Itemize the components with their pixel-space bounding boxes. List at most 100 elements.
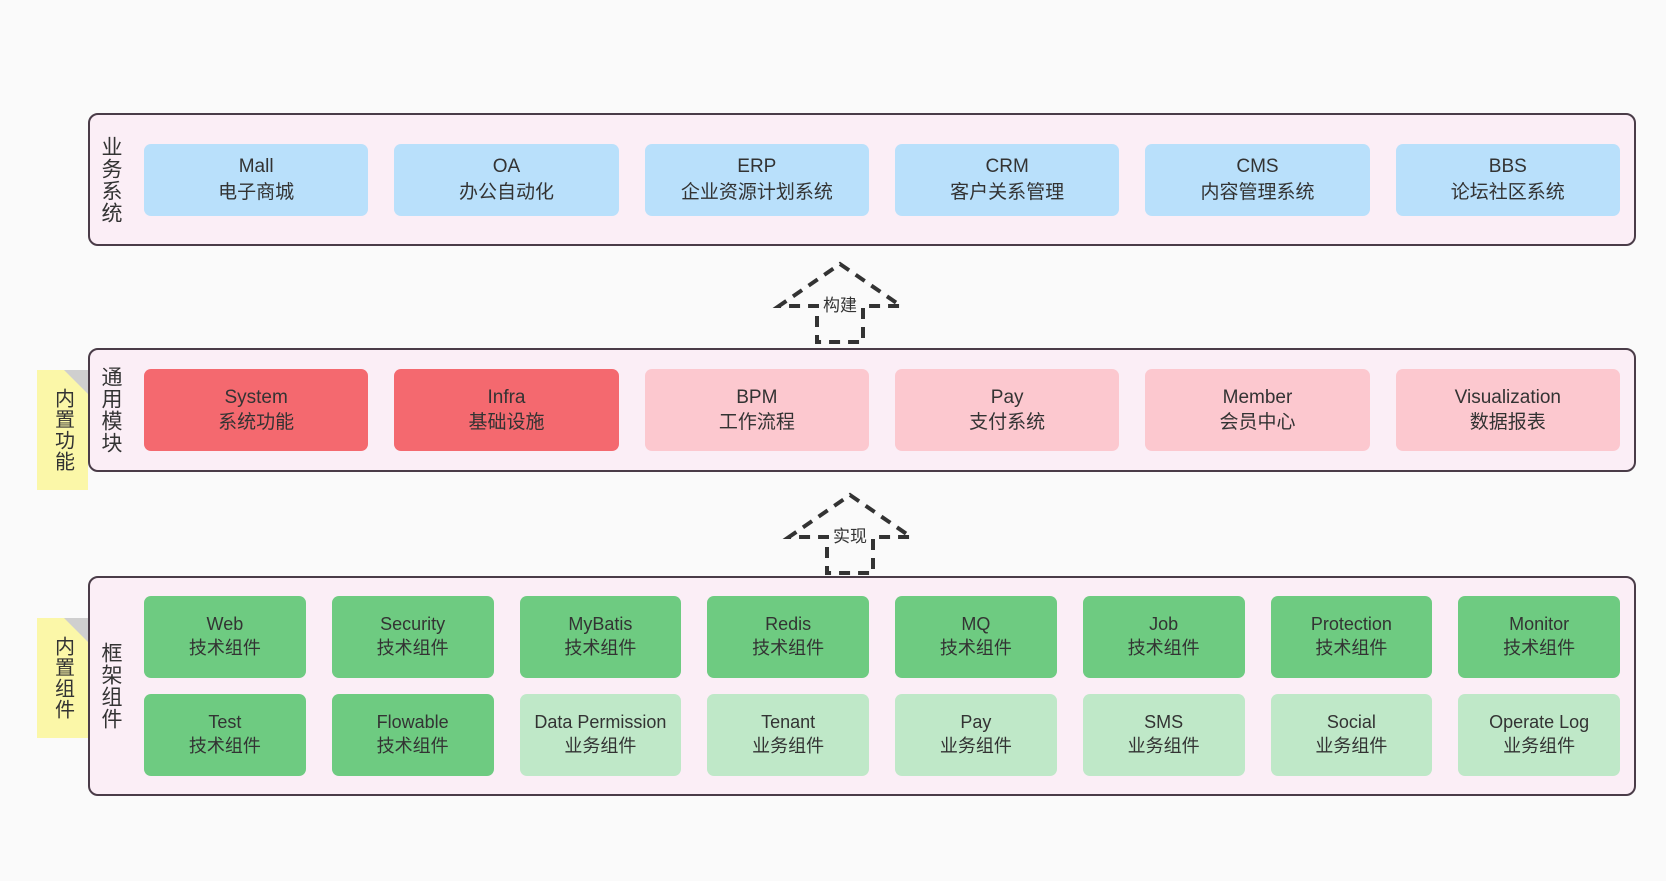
node-title-cn: 论坛社区系统	[1450, 181, 1565, 203]
node-title-en: Web	[206, 614, 244, 635]
layer-business-systems: 业务系统 Mall 电子商城 OA 办公自动化 ERP 企业资源计划系统 CRM…	[88, 113, 1636, 246]
node-title-cn: 技术组件	[939, 638, 1012, 658]
node-visualization[interactable]: Visualization 数据报表	[1395, 369, 1620, 451]
node-title-en: ERP	[737, 156, 777, 178]
layer-common-modules: 通用模块 System 系统功能 Infra 基础设施 BPM 工作流程 Pay…	[88, 348, 1636, 472]
node-title-en: Job	[1149, 614, 1179, 635]
node-pay-component[interactable]: Pay 业务组件	[895, 694, 1057, 776]
note-builtin-functions: 内置功能	[37, 370, 88, 490]
node-mall[interactable]: Mall 电子商城	[144, 143, 369, 216]
note-label: 内置组件	[51, 636, 74, 720]
layer-body-business: Mall 电子商城 OA 办公自动化 ERP 企业资源计划系统 CRM 客户关系…	[130, 115, 1634, 244]
generalization-arrow-icon	[772, 261, 908, 344]
node-title-en: Security	[380, 614, 446, 635]
node-title-cn: 业务组件	[939, 736, 1012, 756]
node-tenant[interactable]: Tenant 业务组件	[707, 694, 869, 776]
node-title-en: OA	[492, 156, 521, 178]
connector-label-implement: 实现	[833, 527, 867, 546]
node-title-cn: 业务组件	[1503, 736, 1576, 756]
node-title-en: Pay	[990, 386, 1024, 408]
node-title-en: Mall	[238, 156, 274, 178]
note-builtin-components: 内置组件	[37, 618, 88, 738]
node-title-cn: 会员中心	[1219, 412, 1296, 433]
node-title-en: CMS	[1236, 156, 1279, 178]
node-pay[interactable]: Pay 支付系统	[894, 369, 1120, 451]
node-title-cn: 系统功能	[218, 412, 295, 433]
node-title-cn: 内容管理系统	[1200, 181, 1315, 203]
node-bbs[interactable]: BBS 论坛社区系统	[1395, 143, 1620, 216]
node-mybatis[interactable]: MyBatis 技术组件	[519, 596, 682, 678]
node-system[interactable]: System 系统功能	[144, 369, 369, 451]
node-title-en: System	[224, 386, 288, 408]
folded-corner-icon	[64, 370, 88, 394]
node-title-cn: 客户关系管理	[950, 181, 1065, 203]
node-title-en: Flowable	[376, 712, 449, 733]
connector-label-build: 构建	[823, 296, 857, 315]
node-title-en: Pay	[960, 712, 992, 733]
node-test[interactable]: Test 技术组件	[144, 694, 306, 776]
node-member[interactable]: Member 会员中心	[1145, 369, 1370, 451]
node-title-en: Redis	[765, 614, 812, 635]
node-title-en: Visualization	[1454, 386, 1561, 408]
node-cms[interactable]: CMS 内容管理系统	[1145, 143, 1370, 216]
node-title-en: MyBatis	[568, 614, 633, 635]
node-title-cn: 办公自动化	[458, 181, 554, 203]
layer-body-framework: Web 技术组件 Security 技术组件 MyBatis 技术组件 Redi…	[130, 578, 1634, 794]
node-title-en: Tenant	[761, 712, 816, 733]
node-erp[interactable]: ERP 企业资源计划系统	[644, 143, 869, 216]
node-operate-log[interactable]: Operate Log 业务组件	[1458, 694, 1620, 776]
node-title-cn: 业务组件	[1315, 736, 1388, 756]
layer-framework-components: 框架组件 Web 技术组件 Security 技术组件 MyBatis 技术组件…	[88, 576, 1636, 796]
node-redis[interactable]: Redis 技术组件	[707, 596, 869, 678]
node-infra[interactable]: Infra 基础设施	[394, 369, 619, 451]
layer-body-common: System 系统功能 Infra 基础设施 BPM 工作流程 Pay 支付系统…	[130, 350, 1634, 470]
node-bpm[interactable]: BPM 工作流程	[644, 369, 869, 451]
layer-title-common: 通用模块	[99, 366, 123, 454]
node-title-cn: 业务组件	[1127, 736, 1200, 756]
node-web[interactable]: Web 技术组件	[144, 596, 306, 678]
node-title-cn: 技术组件	[1503, 638, 1576, 658]
node-crm[interactable]: CRM 客户关系管理	[894, 143, 1120, 216]
node-title-en: Protection	[1310, 614, 1392, 635]
node-monitor[interactable]: Monitor 技术组件	[1458, 596, 1620, 678]
node-title-cn: 业务组件	[564, 736, 637, 756]
node-data-permission[interactable]: Data Permission 业务组件	[519, 694, 682, 776]
connector-build: 构建	[745, 258, 935, 346]
node-title-en: Social	[1326, 712, 1376, 733]
node-title-cn: 技术组件	[564, 638, 637, 658]
node-title-en: BBS	[1488, 156, 1527, 178]
node-title-cn: 支付系统	[969, 412, 1046, 433]
node-title-en: Monitor	[1509, 614, 1570, 635]
node-title-cn: 技术组件	[1127, 638, 1200, 658]
node-job[interactable]: Job 技术组件	[1082, 596, 1245, 678]
node-title-cn: 技术组件	[376, 736, 449, 756]
layer-row: Web 技术组件 Security 技术组件 MyBatis 技术组件 Redi…	[144, 596, 1620, 678]
layer-row: System 系统功能 Infra 基础设施 BPM 工作流程 Pay 支付系统…	[144, 369, 1620, 451]
node-sms[interactable]: SMS 业务组件	[1082, 694, 1245, 776]
node-title-cn: 工作流程	[718, 412, 795, 433]
layer-row: Test 技术组件 Flowable 技术组件 Data Permission …	[144, 694, 1620, 776]
layer-row: Mall 电子商城 OA 办公自动化 ERP 企业资源计划系统 CRM 客户关系…	[144, 143, 1620, 216]
generalization-arrow-icon	[782, 492, 918, 575]
node-title-en: SMS	[1144, 712, 1184, 733]
node-protection[interactable]: Protection 技术组件	[1270, 596, 1433, 678]
node-title-cn: 电子商城	[218, 181, 295, 203]
node-flowable[interactable]: Flowable 技术组件	[331, 694, 494, 776]
node-title-en: Member	[1222, 386, 1293, 408]
node-mq[interactable]: MQ 技术组件	[895, 596, 1057, 678]
node-title-cn: 数据报表	[1469, 412, 1546, 433]
node-title-en: BPM	[736, 386, 778, 408]
node-social[interactable]: Social 业务组件	[1270, 694, 1433, 776]
note-label: 内置功能	[51, 388, 74, 472]
node-title-cn: 技术组件	[188, 736, 261, 756]
node-title-cn: 技术组件	[376, 638, 449, 658]
node-title-cn: 技术组件	[1315, 638, 1388, 658]
node-oa[interactable]: OA 办公自动化	[394, 143, 619, 216]
node-title-en: MQ	[961, 614, 991, 635]
node-security[interactable]: Security 技术组件	[331, 596, 494, 678]
node-title-en: Operate Log	[1489, 712, 1590, 733]
node-title-cn: 基础设施	[468, 412, 545, 433]
node-title-cn: 企业资源计划系统	[680, 181, 833, 203]
layer-title-business: 业务系统	[99, 135, 123, 224]
